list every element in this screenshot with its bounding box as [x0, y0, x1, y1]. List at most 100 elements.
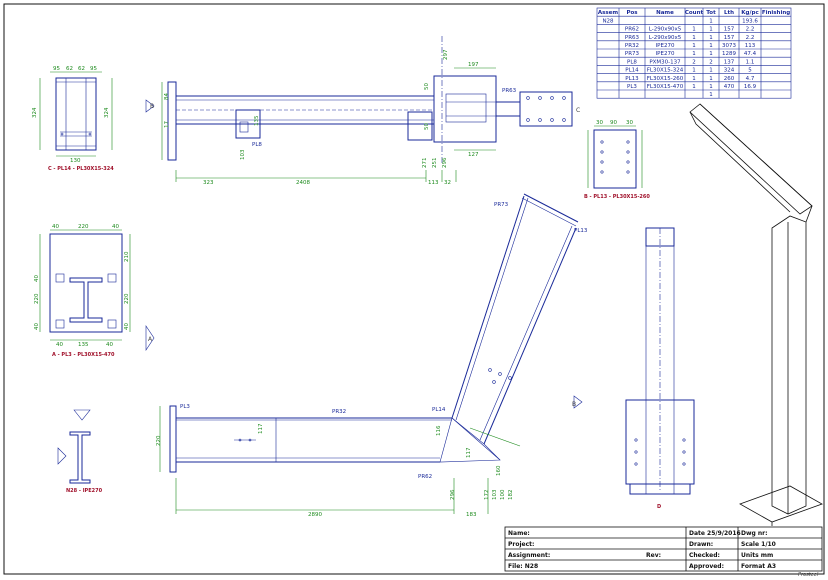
view-c-caption: C - PL14 - PL30X15-324: [48, 166, 114, 172]
view-a: 40 220 40 210 220 220 40 40 40 40 135 40…: [34, 224, 155, 358]
title-block: Name: Project: Assignment: Rev: File: N2…: [504, 526, 823, 578]
bom-cell: 1: [709, 68, 713, 74]
top-dim-7: 297: [443, 49, 449, 60]
bom-cell: 1: [692, 76, 696, 82]
top-dim-14: 17: [164, 121, 170, 128]
bom-cell: 1: [692, 68, 696, 74]
view-d: D: [625, 227, 695, 510]
bom-cell: 1: [692, 51, 696, 57]
view-d-caption: D: [657, 504, 661, 510]
bom-cell: 2: [709, 59, 713, 65]
bom-cell: 1: [692, 35, 696, 41]
front-label-pl3: PL3: [180, 404, 190, 410]
top-dim-6: 127: [468, 152, 479, 158]
bom-cell: PL3: [627, 84, 637, 90]
top-dim-16: 103: [240, 149, 246, 160]
title-approved-label: Approved:: [689, 563, 724, 570]
top-marker-c: C: [576, 107, 580, 114]
sheet-border: [3, 3, 825, 575]
front-dim-4: 117: [258, 423, 264, 434]
bom-cell: 193.6: [742, 18, 758, 24]
top-dim-9: 50: [424, 83, 430, 90]
front-label-pl13: PL13: [574, 228, 588, 234]
view-c: 95 62 62 95 324 324 130 C - PL14 - PL30X…: [32, 66, 114, 172]
bom-cell: 1: [692, 43, 696, 49]
bom-header-cell: Name: [656, 10, 674, 16]
bom-cell: 137: [724, 59, 735, 65]
bom-cell: 470: [724, 84, 735, 90]
top-dim-5: 197: [468, 62, 479, 68]
bom-cell: PR63: [625, 35, 640, 41]
bom-header-cell: Lth: [724, 10, 734, 16]
view-a-dim-2: 220: [78, 224, 89, 230]
bom-cell: IPE270: [656, 43, 675, 49]
bom-cell: L-290x90x5: [649, 35, 682, 41]
view-n28-caption: N28 - IPE270: [66, 488, 103, 494]
bom-cell: 1: [709, 92, 713, 98]
view-c-dim-1: 95: [53, 66, 60, 72]
top-label-pl8: PL8: [252, 142, 262, 148]
title-name-label: Name:: [508, 530, 530, 537]
view-c-dim-4: 95: [90, 66, 97, 72]
bom-cell: FL30X15-324: [647, 68, 684, 74]
front-dim-3: 220: [156, 435, 162, 446]
bom-cell: 1: [709, 35, 713, 41]
front-dim-2: 183: [466, 512, 477, 518]
view-b-dim-1: 30: [596, 120, 603, 126]
view-b: 30 90 30 B - PL13 - PL30X15-260: [584, 120, 650, 200]
bom-cell: 1: [709, 51, 713, 57]
bom-cell: PL13: [625, 76, 639, 82]
bom-cell: 1.1: [746, 59, 755, 65]
title-format-label: Format A3: [741, 563, 776, 570]
bom-cell: 2.2: [746, 27, 755, 33]
view-a-marker: A: [148, 336, 153, 343]
bom-cell: 157: [724, 27, 735, 33]
bom-cell: 1: [709, 18, 713, 24]
top-dim-4: 32: [444, 180, 451, 186]
view-a-dim-6: 220: [124, 293, 130, 304]
bom-cell: L-290x90x5: [649, 27, 682, 33]
view-a-dim-8: 40: [34, 323, 40, 330]
view-a-dim-5: 220: [34, 293, 40, 304]
bom-cell: 1: [692, 27, 696, 33]
view-a-caption: A - PL3 - PL30X15-470: [52, 352, 115, 358]
view-b-dim-2: 90: [610, 120, 617, 126]
view-c-dim-3: 62: [78, 66, 85, 72]
bom-cell: PR73: [625, 51, 640, 57]
front-label-pr62: PR62: [418, 474, 432, 480]
bom-cell: 2: [692, 59, 696, 65]
front-marker-b: B: [572, 401, 576, 408]
view-a-dim-7: 40: [34, 275, 40, 282]
bom-cell: IPE270: [656, 51, 675, 57]
bom-frame: [596, 7, 792, 99]
title-dwg-label: Dwg nr:: [741, 530, 768, 537]
bom-cell: 16.9: [744, 84, 757, 90]
view-c-dim-6: 324: [104, 107, 110, 118]
top-dim-13: 84: [164, 93, 170, 100]
title-drawn-label: Drawn:: [689, 541, 713, 548]
iso-view: [689, 103, 823, 526]
bom-header-cell: Kg/pc: [741, 10, 758, 16]
bom-cell: 324: [724, 68, 735, 74]
title-checked-label: Checked:: [689, 552, 720, 559]
bom-cell: PR62: [625, 27, 639, 33]
bom-cell: PL14: [625, 68, 639, 74]
title-project-label: Project:: [508, 541, 534, 548]
bom-header-cell: Count: [685, 10, 704, 16]
title-assignment-label: Assignment:: [508, 552, 550, 559]
top-marker-b: B: [150, 103, 154, 110]
top-dim-2: 2408: [296, 180, 310, 186]
top-dim-10: 50: [424, 123, 430, 130]
bom-header-cell: Pos: [626, 10, 638, 16]
front-label-pl14: PL14: [432, 407, 446, 413]
bom-cell: FL30X15-470: [647, 84, 684, 90]
bom-cell: 1: [709, 27, 713, 33]
bom-header-cell: Tot: [706, 10, 716, 16]
front-dim-9: 172: [484, 490, 490, 501]
view-b-caption: B - PL13 - PL30X15-260: [584, 194, 650, 200]
top-dim-1: 323: [203, 180, 214, 186]
front-view: 2890 183 220 117 116 117 160 296 172 103…: [156, 193, 588, 518]
bom-cell: 1289: [722, 51, 736, 57]
